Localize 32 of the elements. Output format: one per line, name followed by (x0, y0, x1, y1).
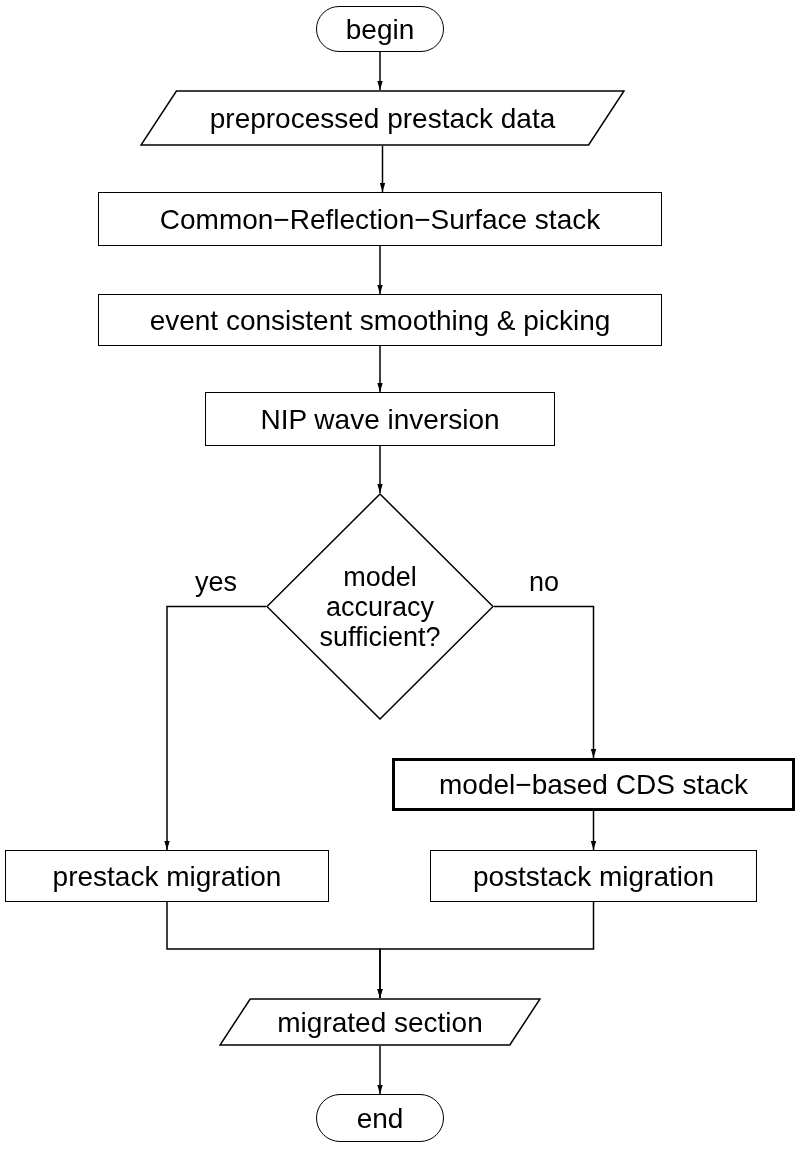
process-box (98, 192, 662, 246)
node-text: preprocessed prestack data (209, 101, 556, 136)
node-text: migrated section (277, 1005, 483, 1040)
node-text: Common−Reflection−Surface stack (159, 202, 601, 237)
node-text: begin (345, 12, 415, 47)
node-text: poststack migration (472, 859, 715, 894)
arrow (164, 605, 267, 851)
node-text: event consistent smoothing & picking (149, 303, 611, 338)
terminal-box (316, 6, 444, 52)
data-parallelogram (140, 90, 625, 146)
node-text: end (356, 1101, 404, 1136)
node-text: model accuracy sufficient? (318, 561, 442, 652)
node-text: prestack migration (52, 859, 282, 894)
arrow (377, 901, 595, 999)
arrow (377, 1045, 383, 1095)
process-box (430, 850, 757, 902)
arrow (377, 245, 383, 295)
arrow (377, 51, 383, 91)
data-parallelogram (219, 998, 541, 1046)
process-box (392, 758, 795, 811)
decision-diamond (266, 493, 494, 720)
process-box (98, 294, 662, 346)
node-text: NIP wave inversion (260, 402, 500, 437)
process-box (5, 850, 329, 902)
arrow (379, 145, 386, 193)
arrow (377, 445, 383, 494)
process-box (205, 392, 555, 446)
arrow (590, 810, 597, 851)
arrow (493, 605, 597, 759)
arrow (377, 345, 383, 393)
node-text: model−based CDS stack (439, 768, 748, 802)
terminal-box (316, 1094, 444, 1142)
